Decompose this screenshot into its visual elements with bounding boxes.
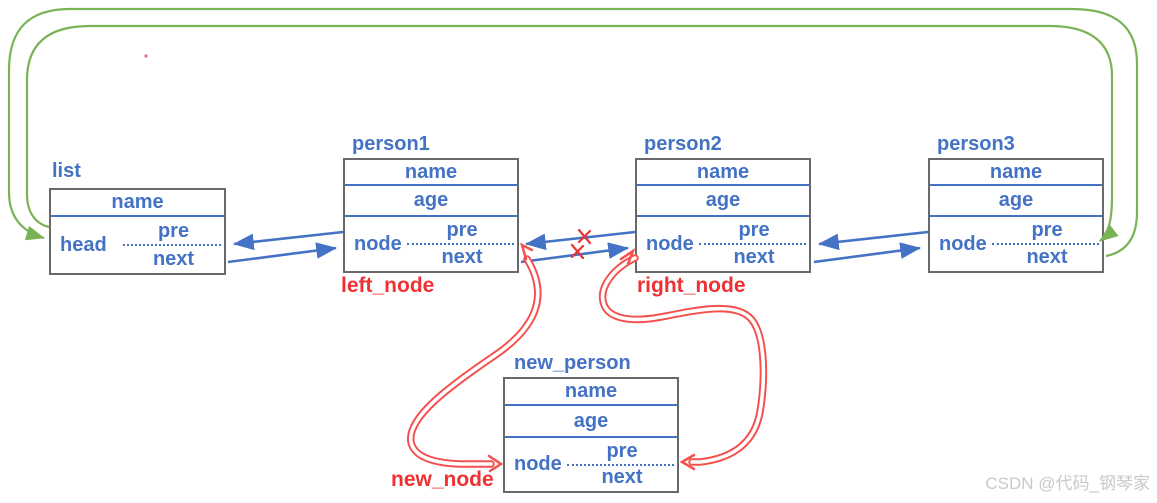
list-name-field: name	[51, 190, 224, 217]
red-speck	[144, 54, 148, 58]
annotation-new-node: new_node	[391, 468, 494, 491]
pre-next-divider	[567, 463, 674, 466]
person3-next-label: next	[1026, 246, 1068, 268]
person2-age-field: age	[637, 186, 809, 217]
cross-out-x-next	[570, 243, 585, 260]
person3-node-label: node	[939, 232, 987, 255]
person1-next-label: next	[441, 246, 483, 268]
list-head-label: head	[60, 233, 107, 256]
record-person2: name age node pre next	[635, 158, 811, 273]
person1-pre-label: pre	[446, 219, 478, 241]
person3-pre-label: pre	[1031, 219, 1063, 241]
person3-name-field: name	[930, 160, 1102, 186]
record-list: name head pre next	[49, 188, 226, 275]
person1-node-label: node	[354, 232, 402, 255]
annotation-right-node: right_node	[637, 274, 746, 297]
red-arrowhead-into-left-node	[520, 242, 534, 261]
annotation-left-node: left_node	[341, 274, 435, 297]
new-person-age-field: age	[505, 406, 677, 438]
new-person-node-field: node pre next	[505, 438, 677, 491]
title-new-person: new_person	[514, 352, 631, 374]
person3-age-field: age	[930, 186, 1102, 217]
pre-next-divider	[992, 243, 1099, 245]
blue-arrow-person2-pre-to-person1-crossed	[524, 230, 636, 251]
title-person2: person2	[644, 133, 722, 155]
title-person1: person1	[352, 133, 430, 155]
cross-out-x-pre	[577, 228, 592, 245]
person1-age-field: age	[345, 186, 517, 217]
title-list: list	[52, 160, 81, 182]
person2-name-field: name	[637, 160, 809, 186]
record-person3: name age node pre next	[928, 158, 1104, 273]
person1-node-field: node pre next	[345, 217, 517, 271]
person3-node-field: node pre next	[930, 217, 1102, 271]
new-person-next-label: next	[601, 466, 643, 489]
blue-arrow-person1-next-to-person2-crossed	[520, 242, 630, 264]
watermark: CSDN @代码_钢琴家	[985, 474, 1150, 493]
new-person-pre-label: pre	[606, 439, 638, 462]
red-arrowhead-into-right-node	[619, 247, 636, 266]
blue-arrow-person2-next-to-person3	[813, 242, 922, 264]
person2-pre-label: pre	[738, 219, 770, 241]
new-person-name-field: name	[505, 379, 677, 406]
list-next-label: next	[152, 247, 195, 270]
pre-next-divider	[699, 243, 806, 245]
pre-next-divider	[123, 244, 221, 246]
blue-arrow-person3-pre-to-person2	[817, 230, 929, 251]
record-new-person: name age node pre next	[503, 377, 679, 493]
person2-node-field: node pre next	[637, 217, 809, 271]
person2-node-label: node	[646, 232, 694, 255]
list-head-field: head pre next	[51, 217, 224, 273]
person1-name-field: name	[345, 160, 517, 186]
blue-arrow-list-next-to-person1	[227, 242, 338, 264]
record-person1: name age node pre next	[343, 158, 519, 273]
blue-arrow-person1-pre-to-list	[232, 230, 344, 251]
person2-next-label: next	[733, 246, 775, 268]
title-person3: person3	[937, 133, 1015, 155]
list-pre-label: pre	[157, 219, 190, 242]
new-person-node-label: node	[514, 453, 562, 475]
pre-next-divider	[407, 243, 514, 245]
red-arrowhead-into-new-node-pre	[679, 453, 696, 471]
